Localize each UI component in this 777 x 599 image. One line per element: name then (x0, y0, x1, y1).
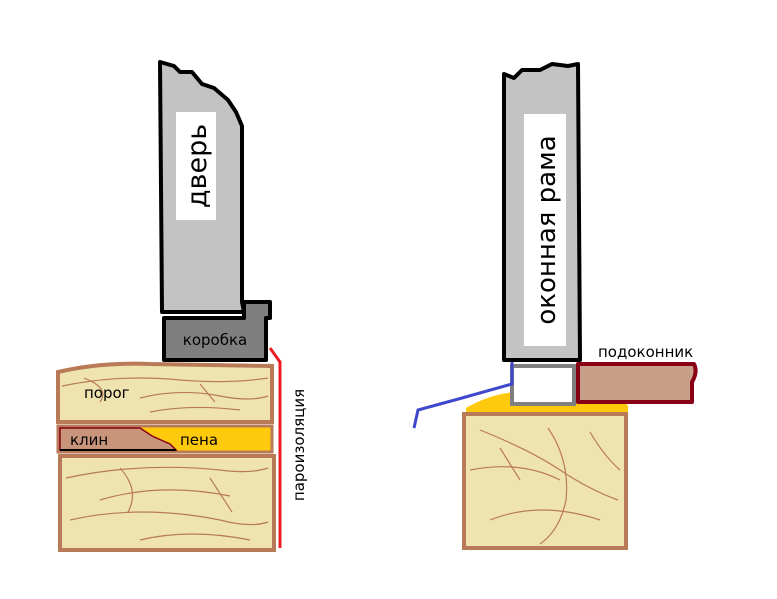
door: дверь (158, 60, 246, 314)
threshold-grain (61, 377, 269, 413)
window-frame-label: оконная рама (532, 135, 562, 324)
blue-seal (412, 362, 514, 429)
wedge-label: клин (70, 431, 108, 449)
window-label-box (524, 114, 566, 346)
gap-layer: клин пена (56, 424, 274, 454)
door-label: дверь (182, 124, 213, 208)
door-frame: коробка (162, 300, 272, 362)
threshold-label: порог (84, 384, 130, 402)
wall-grain (469, 427, 621, 545)
vapor-barrier-label: пароизоляция (290, 389, 308, 501)
threshold: порог (56, 361, 274, 424)
foam-label: пена (180, 431, 218, 449)
sill-label: подоконник (598, 343, 693, 361)
door-label-box (176, 112, 216, 220)
frame-label: коробка (183, 331, 247, 349)
window-frame: оконная рама (502, 62, 582, 362)
vapor-barrier-line (268, 347, 282, 548)
support-profile (510, 364, 576, 406)
wall-beam (462, 412, 628, 550)
floor-grain (65, 466, 269, 541)
window-sill: подоконник (576, 343, 698, 404)
floor-beam (58, 454, 276, 552)
